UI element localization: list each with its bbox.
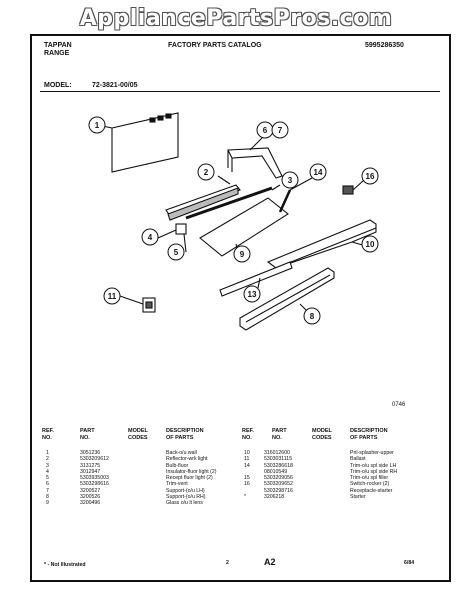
svg-text:16: 16 (366, 172, 375, 181)
col-ref-header: REF. NO. (42, 428, 54, 441)
model-label: MODEL: (44, 82, 72, 89)
callout-2 (197, 163, 215, 181)
section-code: A2 (264, 557, 276, 567)
figure-code: 0746 (392, 402, 406, 408)
callout-9 (233, 245, 251, 263)
col-desc-header: DESCRIPTION OF PARTS (166, 428, 204, 441)
svg-text:9: 9 (240, 250, 245, 259)
header-rule (40, 91, 440, 92)
col-model-header: MODEL CODES (128, 428, 148, 441)
col-part-header: PART NO. (80, 428, 95, 441)
col-desc-header-2: DESCRIPTION OF PARTS (350, 428, 388, 441)
watermark-banner: AppliancePartsPros.com (79, 6, 393, 31)
callout-1-label: 1 (95, 121, 100, 130)
catalog-number: 5995286350 (365, 42, 404, 49)
callout-11 (103, 287, 121, 305)
svg-text:4: 4 (148, 233, 153, 242)
svg-text:13: 13 (248, 290, 257, 299)
part-glass-lens (199, 197, 289, 257)
callout-13 (243, 285, 261, 303)
callout-10 (361, 235, 379, 253)
model-value: 72-3821-00/05 (92, 82, 138, 89)
page-number: 2 (226, 560, 229, 566)
catalog-page (30, 34, 451, 582)
callout-1 (88, 116, 106, 134)
svg-text:3: 3 (288, 176, 293, 185)
svg-text:2: 2 (204, 168, 209, 177)
callout-14 (309, 163, 327, 181)
revision-date: 6/84 (404, 560, 415, 566)
part-filler (278, 189, 292, 213)
part-support-bracket (227, 147, 283, 179)
svg-text:8: 8 (310, 312, 315, 321)
part-switch (342, 185, 354, 195)
part-tube-holder (219, 261, 293, 297)
svg-text:14: 14 (314, 168, 323, 177)
callout-16 (361, 167, 379, 185)
part-bulb (185, 186, 273, 220)
svg-text:6: 6 (263, 126, 268, 135)
callout-3 (281, 171, 299, 189)
svg-text:7: 7 (278, 126, 283, 135)
callout-4 (141, 228, 159, 246)
svg-text:11: 11 (108, 292, 117, 301)
brand-line-2: RANGE (44, 50, 70, 57)
col-model-header-2: MODEL CODES (312, 428, 332, 441)
brand-line-1: TAPPAN (44, 42, 72, 49)
col-part-header-2: PART NO. (272, 428, 287, 441)
svg-text:10: 10 (366, 240, 375, 249)
not-illustrated-note: * - Not Illustrated (44, 562, 86, 568)
svg-text:5: 5 (174, 248, 179, 257)
catalog-title: FACTORY PARTS CATALOG (168, 42, 262, 49)
part-socket-4 (175, 223, 187, 235)
part-back-wall (111, 112, 179, 173)
callout-5 (167, 243, 185, 261)
callout-6 (303, 307, 321, 325)
callout-8 (271, 121, 289, 139)
col-ref-header-2: REF. NO. (242, 428, 254, 441)
